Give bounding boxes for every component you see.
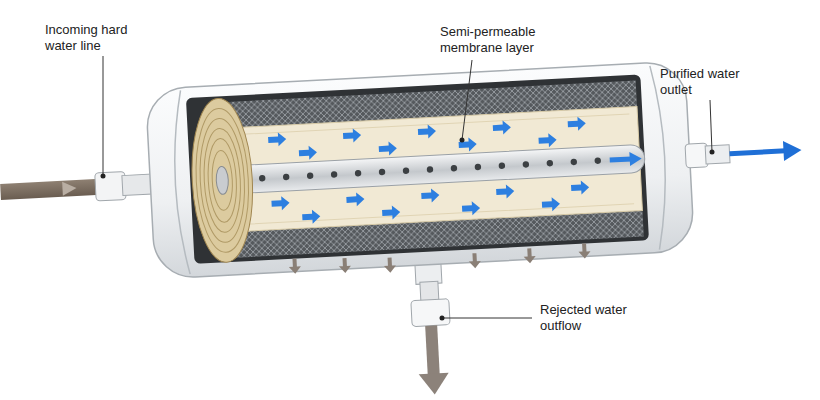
leader-line	[442, 318, 532, 319]
spiral-ring	[193, 107, 252, 254]
flow-arrow	[571, 180, 590, 195]
tube-hole	[403, 167, 410, 174]
spiral-end	[188, 97, 257, 264]
permeate-tube	[205, 144, 646, 195]
flow-arrow	[343, 128, 362, 143]
leader-dots	[101, 138, 715, 321]
tube-hole	[307, 172, 314, 179]
cutaway-interior	[186, 74, 649, 264]
flow-arrow	[418, 124, 437, 139]
callout-label: Semi-permeable membrane layer	[440, 24, 540, 56]
spiral-ring	[197, 117, 247, 243]
leader-dot	[440, 316, 445, 321]
flow-arrow	[382, 205, 401, 220]
reject-nut	[411, 299, 450, 327]
tube-hole	[594, 157, 601, 164]
tube-hole	[331, 171, 338, 178]
flow-arrow	[468, 253, 481, 269]
flow-arrow	[462, 201, 481, 216]
leader-line	[710, 100, 712, 152]
tube-hole	[570, 159, 577, 166]
tube-hole	[379, 169, 386, 176]
housing-shell	[145, 61, 694, 279]
outlet-fitting	[705, 145, 730, 164]
tube-hole	[475, 164, 482, 171]
leader-dot	[101, 174, 106, 179]
leader-lines	[103, 56, 712, 318]
tube-hole	[522, 161, 529, 168]
flow-arrow	[567, 116, 586, 131]
flow-arrow	[339, 258, 352, 274]
spiral-ring	[202, 127, 243, 233]
flow-arrow	[458, 137, 477, 152]
flow-arrow	[271, 196, 290, 211]
leader-line	[103, 56, 104, 176]
spiral-ring	[206, 138, 238, 223]
cartridge-body	[0, 55, 813, 400]
tube-hole	[259, 175, 266, 182]
leader-dot	[460, 138, 465, 143]
flow-arrow	[299, 145, 318, 160]
flow-arrow	[419, 373, 450, 396]
flow-arrow	[346, 192, 365, 207]
outlet-arrow	[783, 140, 802, 161]
flow-arrow	[493, 120, 512, 135]
flow-arrow	[578, 243, 591, 259]
flow-arrow	[384, 257, 397, 273]
flow-arrow	[288, 258, 301, 274]
leader-line	[462, 60, 472, 140]
flow-arrow	[496, 184, 515, 199]
tube-hole	[546, 160, 553, 167]
tube-hole	[355, 170, 362, 177]
tube-hole	[283, 174, 290, 181]
callout-label: Incoming hard water line	[45, 22, 145, 54]
flow-arrow	[523, 248, 536, 264]
flow-arrow	[268, 132, 287, 147]
tube-end	[216, 166, 229, 195]
callout-label: Rejected water outflow	[540, 302, 635, 334]
flow-arrow	[538, 133, 557, 148]
flow-arrow	[610, 159, 632, 160]
callout-label: Purified water outlet	[660, 66, 755, 98]
reject-pipe	[425, 325, 440, 376]
tube-hole	[451, 165, 458, 172]
flow-arrow	[542, 197, 561, 212]
flow-arrow	[302, 209, 321, 224]
flow-arrow	[629, 151, 642, 166]
tube-holes	[259, 157, 601, 181]
outlet-arrow	[730, 151, 786, 154]
leader-dot	[710, 150, 715, 155]
spiral-rings	[193, 107, 252, 254]
flow-arrow	[378, 141, 397, 156]
flow-arrow	[62, 181, 77, 196]
tube-hole	[427, 166, 434, 173]
tube-hole	[499, 162, 506, 169]
spiral-ring	[211, 150, 234, 211]
flow-arrow	[421, 188, 440, 203]
inlet-pipe	[0, 179, 101, 200]
